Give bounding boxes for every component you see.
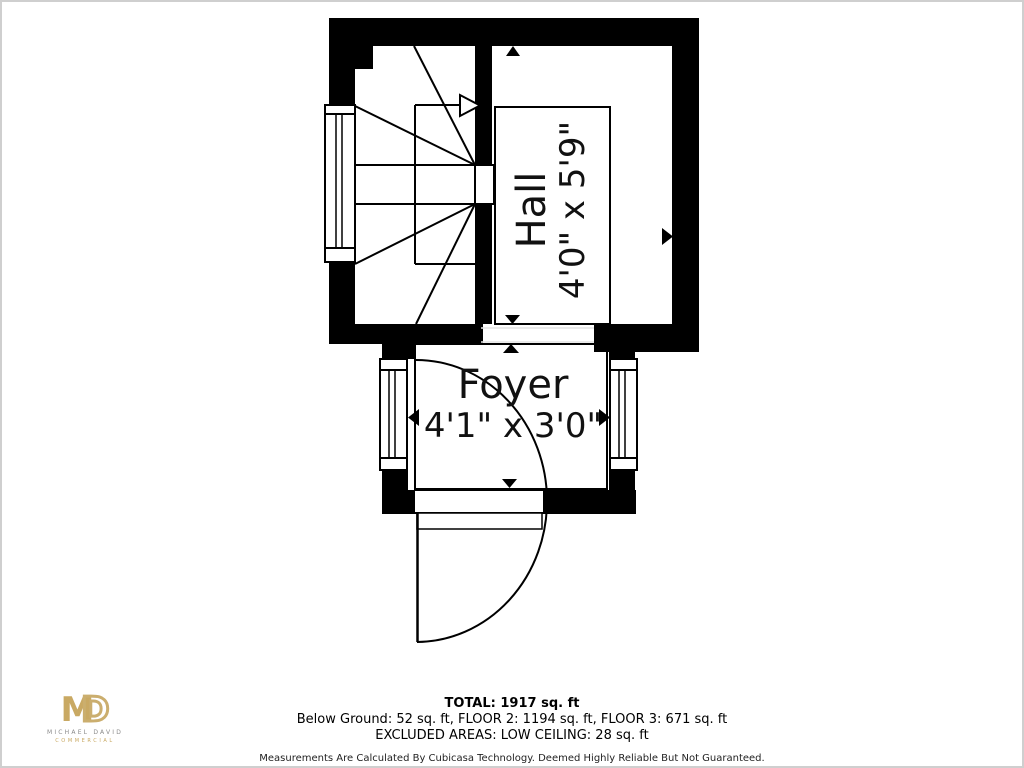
stair-winder-3 [354, 203, 476, 265]
hall-arrow-right-icon [662, 228, 673, 245]
door-step [416, 512, 543, 530]
hall-arrow-up-icon [506, 46, 520, 56]
wall-foyer-bottom-left [382, 490, 415, 514]
threshold-hall-foyer [481, 327, 594, 343]
total-area-text: TOTAL: 1917 sq. ft [444, 696, 580, 711]
logo-letter-m: M [60, 690, 95, 730]
foyer-arrow-left-icon [408, 409, 419, 426]
hall-arrow-down-icon [505, 315, 520, 324]
foyer-arrow-down-icon [502, 479, 517, 488]
door-swing-arc [414, 358, 548, 643]
logo-monogram-icon: MD [30, 692, 140, 729]
wall-notch [355, 46, 373, 69]
wall-left-upper [329, 18, 355, 105]
wall-divider-upper [475, 46, 492, 165]
logo-letter-d: D [80, 690, 111, 730]
staircase [354, 45, 495, 325]
hall-arrow-left-icon [479, 228, 490, 245]
walls [329, 18, 699, 514]
stair-landing-doorway [474, 164, 495, 205]
entry-door [414, 358, 548, 643]
stair-winder-4 [415, 203, 476, 325]
floor-areas-text: Below Ground: 52 sq. ft, FLOOR 2: 1194 s… [296, 712, 728, 727]
wall-divider-lower [475, 204, 492, 324]
foyer-boundary [414, 343, 608, 490]
wall-foyer-left-top [382, 344, 415, 359]
window-foyer-left [379, 358, 408, 471]
wall-right [672, 18, 699, 352]
hall-boundary [494, 106, 611, 325]
stair-winder-2 [354, 105, 476, 166]
flow-arrows [408, 46, 673, 488]
disclaimer-text: Measurements Are Calculated By Cubicasa … [259, 753, 765, 764]
logo-tagline: COMMERCIAL [55, 738, 115, 744]
foyer-arrow-right-icon [599, 409, 610, 426]
wall-foyer-bottom-right [543, 490, 636, 514]
window-stair-left [324, 104, 356, 263]
wall-bottom-right [594, 324, 699, 352]
wall-top [329, 18, 699, 46]
wall-bottom-left [329, 324, 483, 344]
windows [324, 104, 638, 471]
footer: TOTAL: 1917 sq. ft Below Ground: 52 sq. … [2, 696, 1022, 764]
foyer-arrow-up-icon [503, 344, 519, 353]
excluded-areas-text: EXCLUDED AREAS: LOW CEILING: 28 sq. ft [375, 728, 649, 743]
brand-logo: MD MICHAEL DAVID COMMERCIAL [30, 692, 140, 745]
logo-company-name: MICHAEL DAVID [46, 729, 124, 736]
wall-foyer-right-top [609, 352, 635, 360]
window-foyer-right [609, 358, 638, 471]
stair-direction-arrow-icon [459, 93, 483, 118]
